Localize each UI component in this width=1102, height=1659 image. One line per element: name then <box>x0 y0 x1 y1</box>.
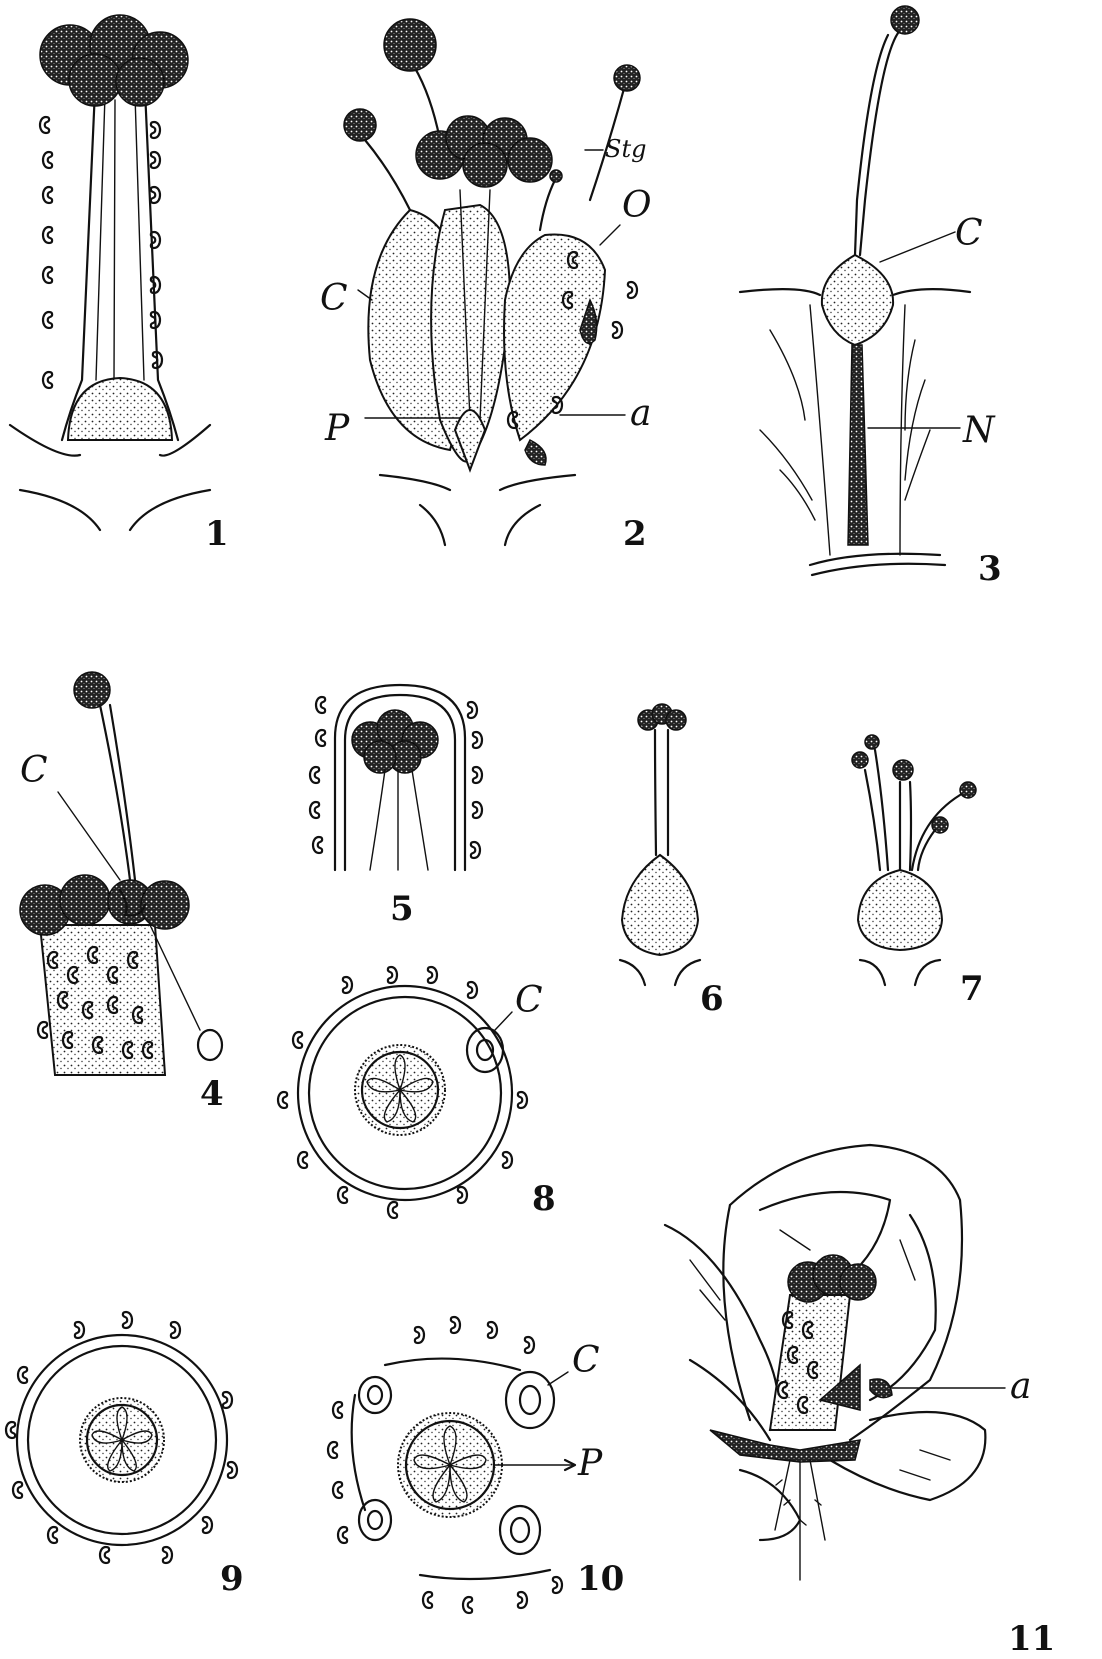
figure-2-label-stg: Stg <box>605 135 646 163</box>
figure-7-number: 7 <box>960 969 984 1009</box>
figure-6: 6 <box>620 704 724 1019</box>
figure-8-number: 8 <box>532 1179 556 1219</box>
figure-11-label-a: a <box>1010 1366 1031 1407</box>
figure-9-number: 9 <box>220 1559 244 1599</box>
figure-2: C P Stg O a 2 <box>320 19 652 554</box>
figure-4-number: 4 <box>200 1074 224 1114</box>
figure-10-label-c: C <box>572 1340 600 1381</box>
figure-4-label-c: C <box>20 750 48 791</box>
figure-6-number: 6 <box>700 979 724 1019</box>
figure-3-label-c: C <box>955 213 983 254</box>
figure-4: C 4 <box>20 672 224 1114</box>
figure-5-number: 5 <box>390 889 414 929</box>
figure-1-number: 1 <box>205 514 229 554</box>
figure-2-label-o: O <box>622 185 652 226</box>
figure-5: 5 <box>310 685 482 929</box>
figure-3-number: 3 <box>978 549 1002 589</box>
figure-10-label-p: P <box>577 1443 603 1484</box>
figure-11: a 11 <box>665 1145 1055 1659</box>
figure-11-number: 11 <box>1008 1619 1055 1659</box>
figure-2-label-a: a <box>630 393 651 434</box>
figure-2-label-p: P <box>324 408 350 449</box>
figure-10-number: 10 <box>577 1559 624 1599</box>
figure-2-label-c: C <box>320 278 348 319</box>
figure-7: 7 <box>852 735 984 1009</box>
figure-1: 1 <box>10 15 229 554</box>
figure-3: C N 3 <box>740 6 1002 589</box>
figure-8-label-c: C <box>515 980 543 1021</box>
figure-2-number: 2 <box>623 514 647 554</box>
figure-3-label-n: N <box>962 410 996 451</box>
figure-8: C 8 <box>278 967 556 1219</box>
figure-9: 9 <box>6 1312 244 1599</box>
figure-10: C P 10 <box>328 1317 624 1613</box>
